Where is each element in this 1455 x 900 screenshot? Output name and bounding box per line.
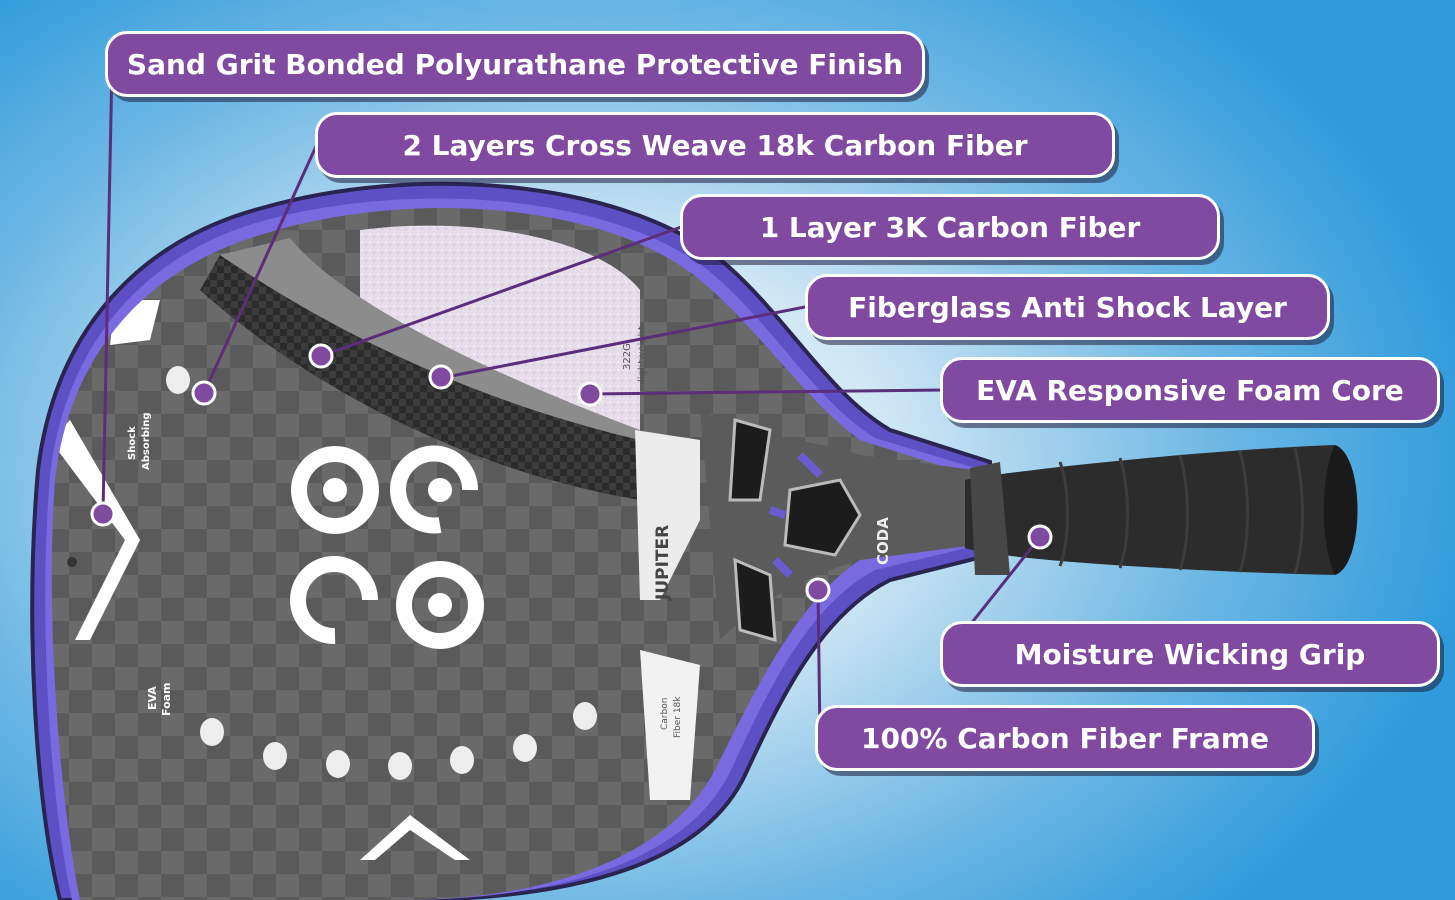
callout-anti-shock-layer: Fiberglass Anti Shock Layer	[805, 274, 1330, 340]
feature-absorbing-text: Absorbing	[141, 412, 152, 470]
sweet-spot-holes	[67, 366, 597, 780]
brand-text: CODA	[874, 517, 892, 565]
leader-lines	[101, 64, 1042, 738]
leader-dots	[90, 343, 1053, 603]
brand-logo	[290, 445, 484, 649]
feature-shock-text: Shock	[127, 426, 138, 460]
callout-frame: 100% Carbon Fiber Frame	[815, 705, 1315, 771]
feature-fiber-text: Fiber 18k	[673, 696, 683, 738]
paddle-model-text: JUPITER	[653, 525, 673, 601]
callout-3k-carbon: 1 Layer 3K Carbon Fiber	[680, 194, 1220, 260]
paddle-grip	[965, 445, 1358, 575]
paddle-weight-text: 322G	[622, 343, 633, 370]
feature-carbon-text: Carbon	[660, 698, 670, 730]
paddle-weight-label: lightweight	[637, 326, 648, 382]
callout-protective-finish: Sand Grit Bonded Polyurathane Protective…	[105, 31, 925, 97]
feature-foam-text: Foam	[160, 682, 173, 716]
feature-eva-text: EVA	[146, 686, 159, 710]
callout-grip: Moisture Wicking Grip	[940, 621, 1440, 687]
callout-foam-core: EVA Responsive Foam Core	[940, 357, 1440, 423]
callout-cross-weave-carbon: 2 Layers Cross Weave 18k Carbon Fiber	[315, 112, 1115, 178]
